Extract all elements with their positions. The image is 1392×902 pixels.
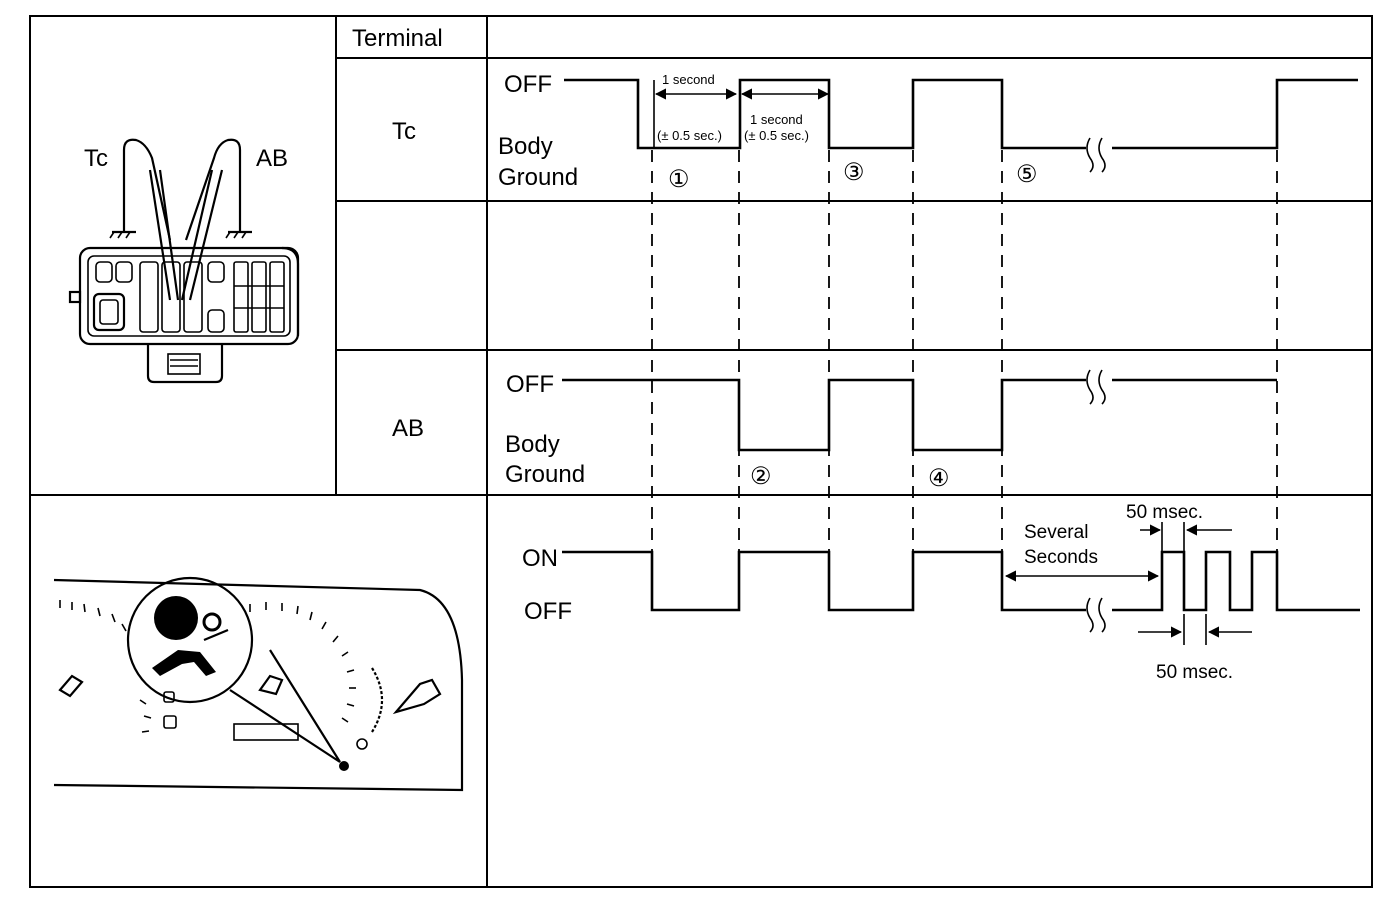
warning-light-row: ON OFF Several Seconds 50 msec. 50 msec.: [522, 502, 1360, 683]
warning-light-waveform: [562, 550, 1360, 612]
ab-ground-label: Ground: [505, 461, 585, 488]
airbag-warning-icon: [152, 596, 349, 771]
row-label-tc: Tc: [392, 118, 416, 145]
terminal-header: Terminal: [352, 25, 443, 52]
connector-ab-label: AB: [256, 145, 288, 172]
connector-illustration: Tc AB: [68, 138, 300, 384]
interval-2-tolerance: (± 0.5 sec.): [744, 128, 809, 143]
combination-meter-illustration: [53, 576, 464, 792]
tc-signal-row: OFF Body Ground 1 second (± 0.5 sec.) 1 …: [498, 71, 1358, 193]
connector-pins: [92, 261, 285, 333]
break-symbol: [1086, 369, 1106, 405]
tc-waveform: [564, 78, 1358, 150]
ab-signal-row: OFF Body Ground ② ④: [505, 369, 1277, 492]
pulse-on-duration-label: 50 msec.: [1126, 502, 1203, 523]
row-label-ab: AB: [392, 415, 424, 442]
gauge-ticks: [59, 600, 356, 733]
tc-body-label: Body: [498, 133, 553, 160]
several-seconds-label-2: Seconds: [1024, 547, 1098, 568]
break-symbol: [1086, 597, 1106, 633]
step-3-marker: ③: [843, 159, 865, 186]
step-4-marker: ④: [928, 465, 950, 492]
interval-1-label: 1 second: [662, 72, 715, 87]
ab-off-label: OFF: [506, 371, 554, 398]
ground-symbol: [225, 230, 252, 239]
step-5-marker: ⑤: [1016, 161, 1038, 188]
step-1-marker: ①: [668, 166, 690, 193]
ab-body-label: Body: [505, 431, 560, 458]
several-seconds-label-1: Several: [1024, 522, 1088, 543]
ab-waveform: [562, 378, 1277, 452]
table-grid: [29, 15, 1373, 888]
tc-off-label: OFF: [504, 71, 552, 98]
interval-1-tolerance: (± 0.5 sec.): [657, 128, 722, 143]
interval-2-label: 1 second: [750, 112, 803, 127]
tc-ground-label: Ground: [498, 164, 578, 191]
step-2-marker: ②: [750, 463, 772, 490]
light-on-label: ON: [522, 545, 558, 572]
connector-tc-label: Tc: [84, 145, 108, 172]
light-off-label: OFF: [524, 598, 572, 625]
break-symbol: [1086, 137, 1106, 173]
ground-symbol: [109, 230, 136, 239]
pulse-off-duration-label: 50 msec.: [1156, 662, 1233, 683]
